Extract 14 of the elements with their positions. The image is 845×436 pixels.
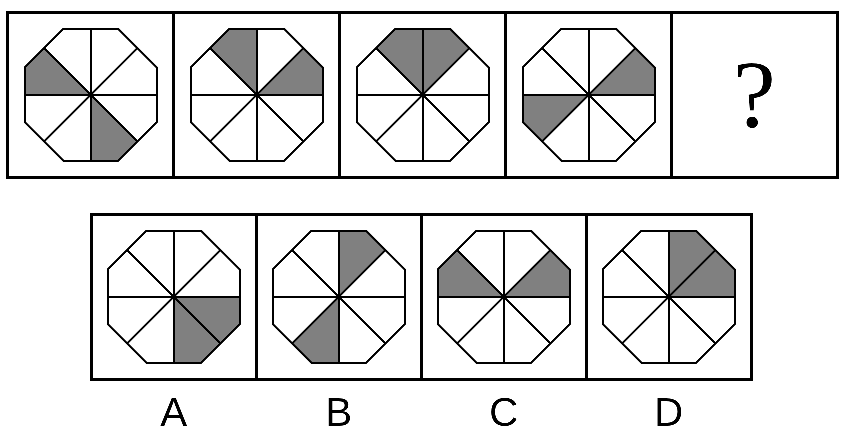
question-mark: ? — [733, 47, 776, 143]
puzzle-cell — [504, 11, 673, 179]
option-cell — [90, 213, 258, 381]
option-cell — [420, 213, 588, 381]
option-letter: A — [160, 393, 188, 433]
option-cell — [255, 213, 423, 381]
answer-cell — [670, 11, 839, 179]
puzzle-cell — [338, 11, 507, 179]
puzzle-cell — [172, 11, 341, 179]
puzzle-cell — [6, 11, 175, 179]
option-cell — [585, 213, 753, 381]
option-letter: D — [654, 393, 684, 433]
option-letter: B — [324, 393, 354, 433]
option-letter: C — [488, 393, 520, 433]
